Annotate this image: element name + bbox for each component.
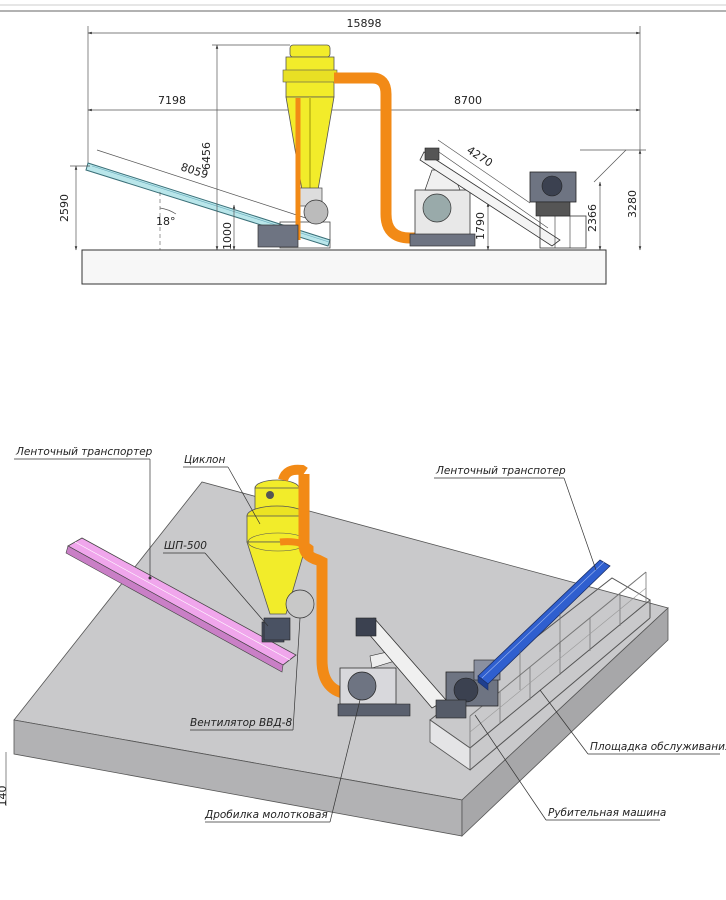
dim-line-conveyor-length bbox=[96, 149, 319, 223]
label-cyclone: Циклон bbox=[184, 454, 225, 466]
side-view: 15898 7198 8700 8059 2590 18° 1000 bbox=[58, 17, 646, 285]
side-cyclone bbox=[282, 44, 338, 207]
iso-pipe-top bbox=[278, 464, 308, 482]
label-chipper: Рубительная машина bbox=[548, 807, 666, 819]
dim-left-span: 7198 bbox=[158, 94, 186, 107]
side-ground-slab bbox=[81, 249, 607, 285]
label-service-platform: Площадка обслуживания bbox=[590, 741, 726, 753]
dim-overall-length: 15898 bbox=[347, 17, 382, 30]
iso-view: 140 bbox=[0, 446, 726, 837]
dim-slab-thickness: 140 bbox=[0, 786, 9, 807]
label-fan: Вентилятор ВВД-8 bbox=[190, 717, 292, 729]
iso-chipper bbox=[435, 659, 501, 719]
iso-service-platform bbox=[429, 571, 651, 771]
side-hammer-crusher bbox=[409, 169, 476, 247]
iso-cyclone bbox=[246, 479, 309, 615]
dim-right-span: 8700 bbox=[454, 94, 482, 107]
dim-chipper-height: 2366 bbox=[586, 204, 599, 232]
dim-right-conveyor-length: 4270 bbox=[464, 144, 495, 170]
side-pipe bbox=[334, 72, 432, 244]
label-belt-conveyor-right: Ленточный транспотер bbox=[435, 465, 566, 477]
label-hammer-crusher: Дробилка молотковая bbox=[204, 809, 328, 821]
side-fan bbox=[303, 199, 329, 225]
iso-conveyor-right bbox=[477, 559, 611, 691]
iso-hammer-crusher bbox=[337, 649, 411, 717]
label-shp500: ШП-500 bbox=[164, 540, 207, 552]
dim-cyclone-height: 6456 bbox=[200, 142, 213, 170]
side-fan-motor bbox=[257, 224, 299, 248]
dim-conveyor-angle: 18° bbox=[156, 215, 176, 228]
iso-fan bbox=[263, 589, 315, 641]
label-belt-conveyor-left: Ленточный транспортер bbox=[15, 446, 153, 458]
dim-right-total-height: 3280 bbox=[626, 190, 639, 218]
dim-crusher-height: 1790 bbox=[474, 212, 487, 240]
dim-conveyor-base-height: 1000 bbox=[221, 222, 234, 250]
dim-left-conveyor-height: 2590 bbox=[58, 194, 71, 222]
iso-slab-right bbox=[461, 607, 669, 837]
iso-pipe bbox=[298, 474, 351, 700]
dim-line-right-conveyor bbox=[437, 139, 531, 204]
leader-lines bbox=[14, 458, 720, 823]
side-chipper bbox=[529, 171, 587, 249]
side-conveyor-right bbox=[419, 151, 561, 247]
